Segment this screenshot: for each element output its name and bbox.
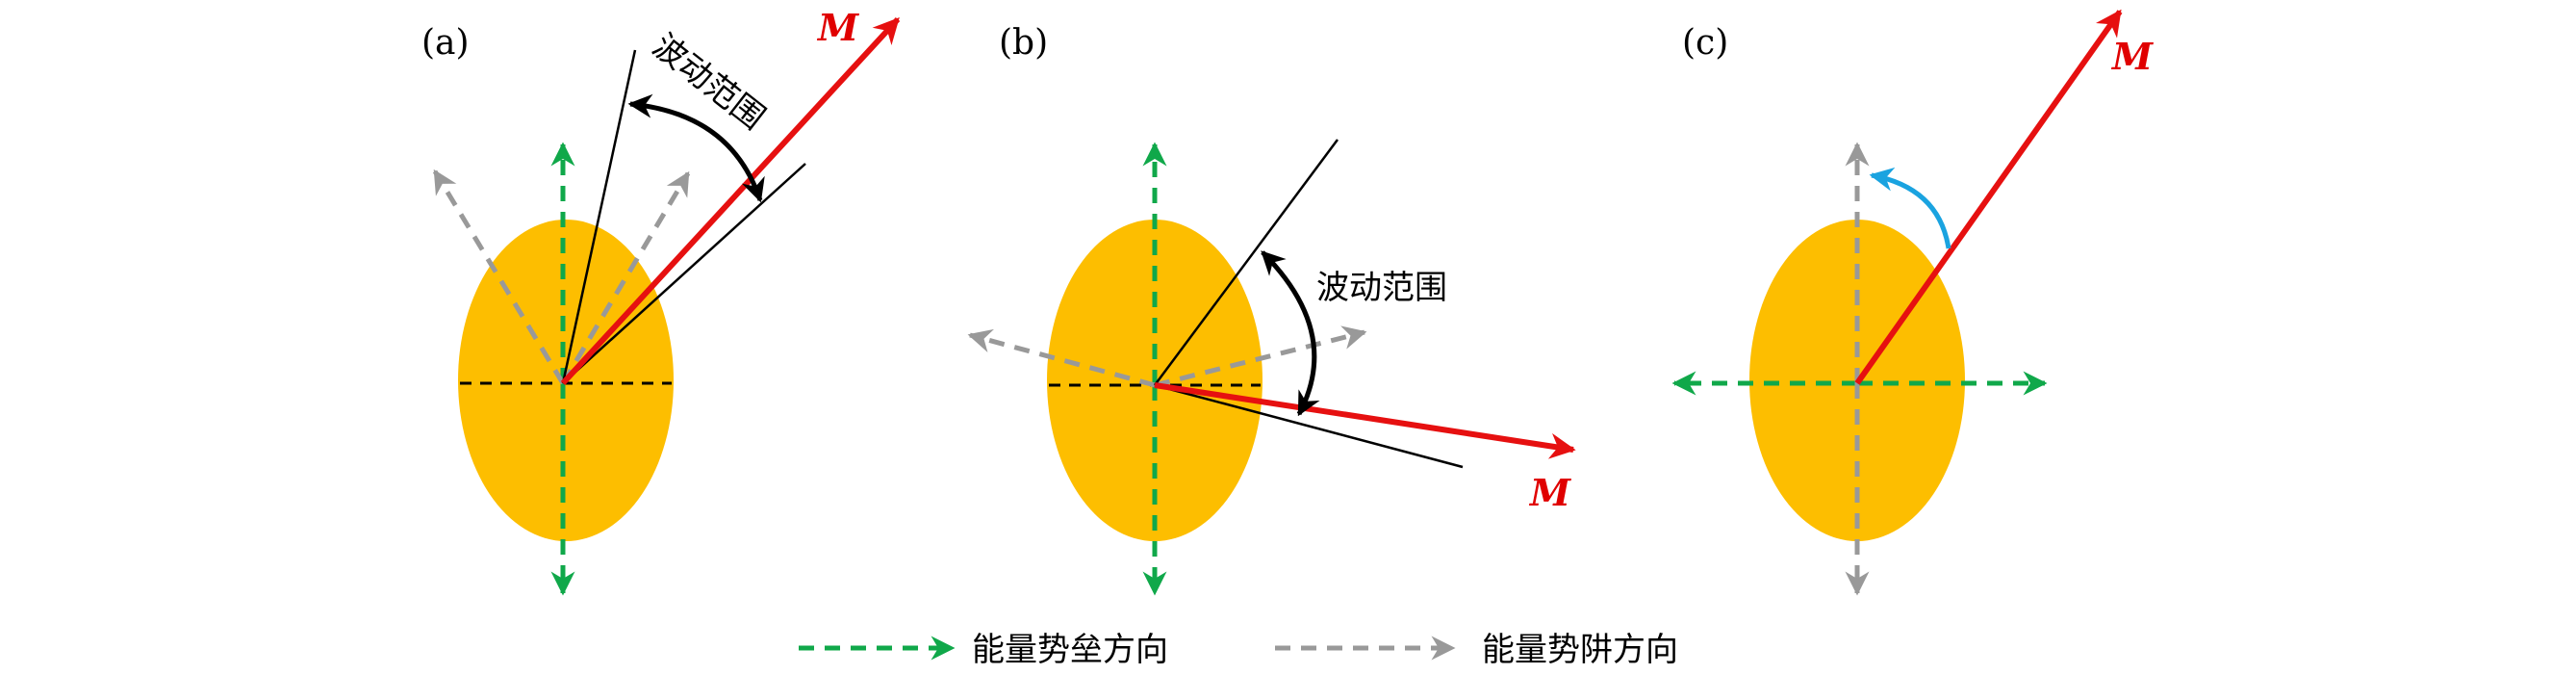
panel-a-well-arrow-right [560,170,691,385]
panel-b: (b) M 波动范围 [967,23,1576,596]
panel-a-range-line-left [561,49,637,384]
panel-b-m-arrow [1154,382,1576,459]
panel-a-range-arc [627,93,765,203]
panel-b-range-label: 波动范围 [1316,269,1447,307]
panel-a-label: (a) [421,23,470,63]
panel-c-m-label: M [2110,35,2154,78]
panel-b-range-arc [1261,250,1320,417]
legend-barrier-label: 能量势垒方向 [972,631,1168,669]
panel-c: (c) M [1671,9,2154,596]
panel-c-label: (c) [1682,23,1728,63]
panel-c-m-arrow [1854,9,2123,385]
panel-b-m-label: M [1528,471,1571,514]
panel-b-range-line-lower [1154,383,1464,469]
panel-a-well-arrow-left [432,169,566,385]
panel-b-range-line-upper [1153,139,1339,386]
legend: 能量势垒方向 能量势阱方向 [799,631,1678,669]
legend-well-label: 能量势阱方向 [1482,631,1678,669]
panel-b-well-arrow-left [967,328,1156,388]
panel-a-m-label: M [816,6,859,49]
panel-a-range-line-right [562,163,806,384]
panel-b-label: (b) [999,23,1048,63]
panel-c-rotation-arrow [1869,167,1951,249]
panel-a: (a) M 波动范围 [421,6,901,596]
panel-b-well-arrow-right [1154,325,1367,388]
panel-a-range-label: 波动范围 [645,27,772,138]
